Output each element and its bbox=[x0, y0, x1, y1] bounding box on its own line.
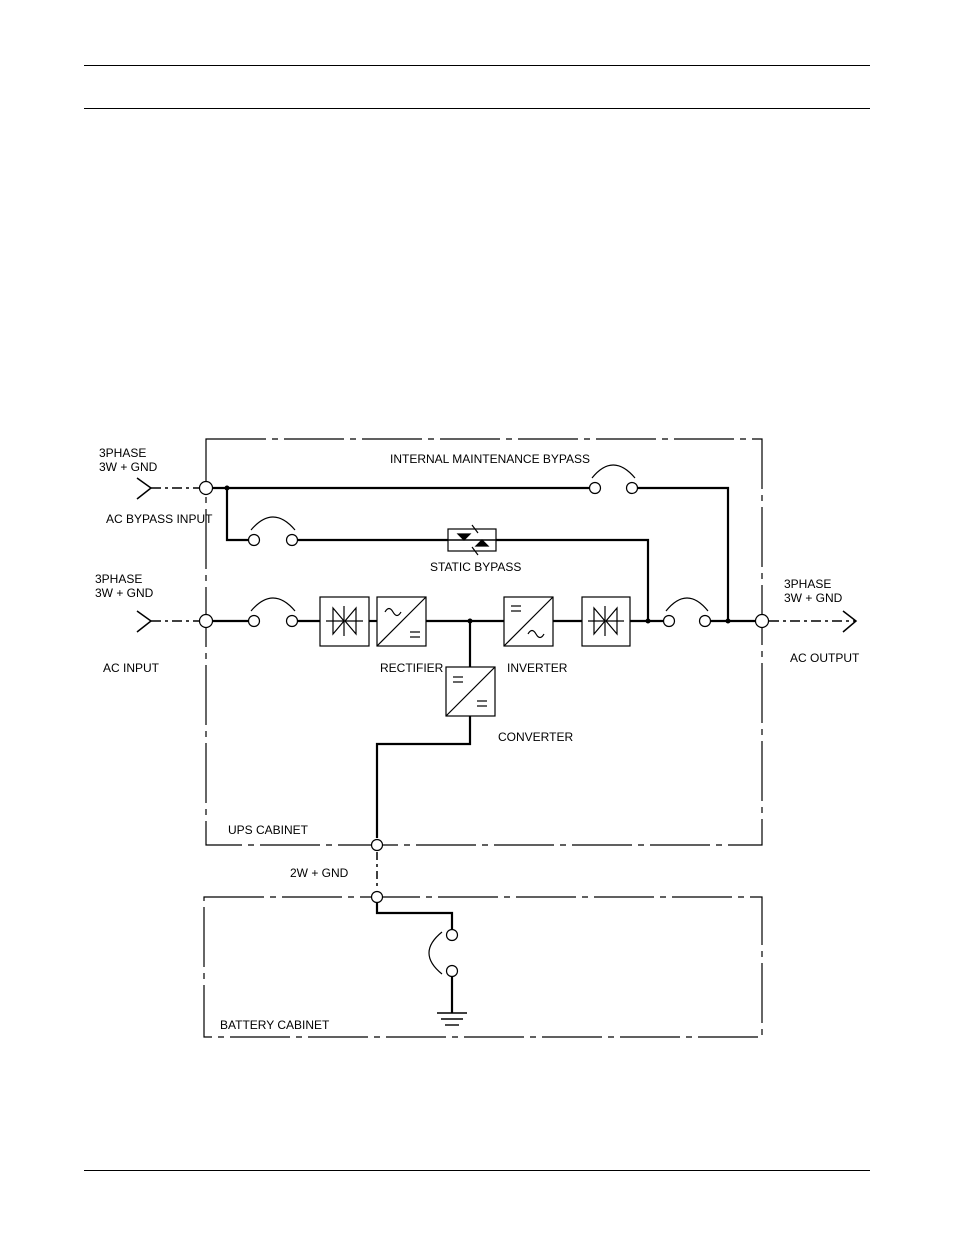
ups-cabinet-label: UPS CABINET bbox=[228, 823, 309, 837]
ac-input-spec-line1: 3PHASE bbox=[95, 572, 142, 586]
static-bypass-label: STATIC BYPASS bbox=[430, 560, 521, 574]
ups-cabinet-outline bbox=[206, 439, 762, 845]
inverter-block-icon bbox=[504, 597, 553, 646]
battery-breaker-icon bbox=[429, 930, 458, 977]
bypass-input-label: AC BYPASS INPUT bbox=[106, 512, 213, 526]
output-breaker-icon bbox=[664, 598, 711, 627]
battery-link-label: 2W + GND bbox=[290, 866, 349, 880]
ac-input-spec-line2: 3W + GND bbox=[95, 586, 154, 600]
converter-label: CONVERTER bbox=[498, 730, 573, 744]
inverter-label: INVERTER bbox=[507, 661, 568, 675]
ac-input-connector-icon bbox=[137, 611, 199, 632]
bypass-input-connector-icon bbox=[137, 478, 199, 499]
converter-block-icon bbox=[446, 667, 495, 716]
rectifier-label: RECTIFIER bbox=[380, 661, 444, 675]
maintenance-bypass-path bbox=[212, 488, 728, 621]
input-breaker-icon bbox=[249, 598, 298, 627]
bypass-input-spec-line1: 3PHASE bbox=[99, 446, 146, 460]
ac-output-arrow-icon bbox=[769, 611, 856, 632]
rectifier-block-icon bbox=[377, 597, 426, 646]
input-thyristor-block-icon bbox=[320, 597, 369, 646]
static-bypass-input-breaker-icon bbox=[249, 517, 298, 546]
ac-output-label: AC OUTPUT bbox=[790, 651, 860, 665]
static-switch-icon bbox=[448, 525, 496, 555]
output-spec-line2: 3W + GND bbox=[784, 591, 843, 605]
output-spec-line1: 3PHASE bbox=[784, 577, 831, 591]
battery-cabinet-outline bbox=[204, 897, 762, 1037]
ac-input-label: AC INPUT bbox=[103, 661, 160, 675]
maintenance-bypass-breaker-icon bbox=[590, 465, 638, 494]
output-thyristor-block-icon bbox=[582, 597, 630, 646]
battery-cabinet-label: BATTERY CABINET bbox=[220, 1018, 330, 1032]
bypass-input-spec-line2: 3W + GND bbox=[99, 460, 158, 474]
maintenance-bypass-label: INTERNAL MAINTENANCE BYPASS bbox=[390, 452, 590, 466]
ground-icon bbox=[437, 1013, 467, 1025]
